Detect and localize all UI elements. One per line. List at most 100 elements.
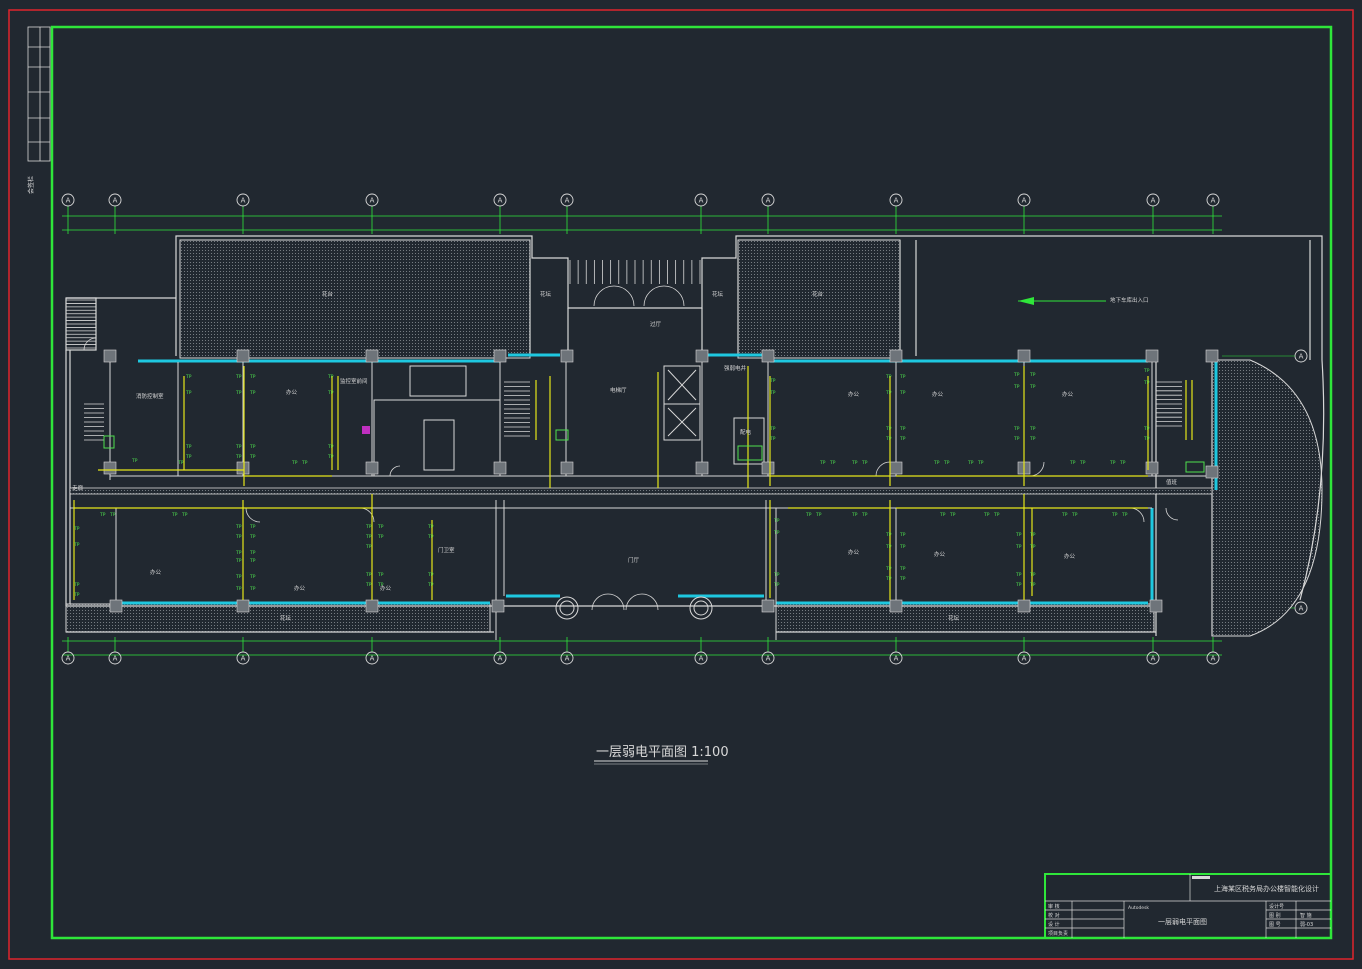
- tp-outlet-label: TP: [885, 544, 892, 550]
- doors: [83, 285, 1179, 611]
- tp-outlet-label: TP: [377, 572, 384, 578]
- top-axis-bubble: [61, 193, 75, 207]
- tp-outlet-label: TP: [73, 582, 80, 588]
- bottom-axis-label: A: [241, 655, 246, 663]
- top-axis-label: A: [113, 197, 118, 205]
- inner-frame: [50, 25, 1333, 940]
- tp-outlet-label: TP: [983, 512, 990, 518]
- tp-outlet-label: TP: [327, 454, 334, 460]
- bottom-axis-label: A: [498, 655, 503, 663]
- tp-outlet-label: TP: [885, 566, 892, 572]
- room-label: 办公: [150, 568, 162, 576]
- room-label: 办公: [294, 584, 306, 592]
- column: [560, 349, 574, 363]
- tp-outlet-label: TP: [1121, 512, 1128, 518]
- tp-outlet-label: TP: [249, 558, 256, 564]
- column: [761, 599, 775, 613]
- tp-outlet-label: TP: [933, 460, 940, 466]
- tp-outlet-label: TP: [365, 582, 372, 588]
- room-label: 办公: [1064, 552, 1076, 560]
- tp-outlet-label: TP: [993, 512, 1000, 518]
- tp-outlet-label: TP: [769, 426, 776, 432]
- corridor: [69, 487, 1213, 495]
- tp-outlet-label: TP: [99, 512, 106, 518]
- column: [1205, 349, 1219, 363]
- tp-outlet-label: TP: [1015, 532, 1022, 538]
- tp-outlet-label: TP: [235, 524, 242, 530]
- tp-outlet-label: TP: [885, 426, 892, 432]
- lobby-round-columns: [555, 596, 713, 620]
- tp-outlet-label: TP: [885, 576, 892, 582]
- column: [236, 461, 250, 475]
- tp-outlet-label: TP: [977, 460, 984, 466]
- bottom-axis-bubble: [889, 651, 903, 665]
- tp-outlet-label: TP: [1013, 436, 1020, 442]
- room-label: 办公: [380, 584, 392, 592]
- bottom-axis-label: A: [1151, 655, 1156, 663]
- tp-outlet-label: TP: [851, 460, 858, 466]
- tp-outlet-label: TP: [249, 454, 256, 460]
- top-axis-bubble: [493, 193, 507, 207]
- tp-outlet-label: TP: [327, 390, 334, 396]
- tp-outlet-label: TP: [1013, 384, 1020, 390]
- tp-outlet-label: TP: [427, 534, 434, 540]
- room-label: 办公: [848, 390, 860, 398]
- room-label: 办公: [286, 388, 298, 396]
- top-axis-label: A: [699, 197, 704, 205]
- top-axis-label: A: [370, 197, 375, 205]
- column: [365, 461, 379, 475]
- garage-arrow: [1018, 297, 1106, 305]
- tp-outlet-label: TP: [291, 460, 298, 466]
- tp-outlet-label: TP: [235, 558, 242, 564]
- top-axis-label: A: [565, 197, 570, 205]
- bottom-axis-label: A: [894, 655, 899, 663]
- cable-runs: [73, 366, 1193, 600]
- room-label: 办公: [932, 390, 944, 398]
- tp-outlet-label: TP: [181, 512, 188, 518]
- bottom-axis-bubble: [108, 651, 122, 665]
- top-axis-bubble: [761, 193, 775, 207]
- tp-outlet-label: TP: [815, 512, 822, 518]
- tp-outlet-label: TP: [249, 586, 256, 592]
- bottom-axis-label: A: [1211, 655, 1216, 663]
- tp-outlet-label: TP: [235, 586, 242, 592]
- top-axis-bubble: [236, 193, 250, 207]
- partition-walls: [70, 356, 1212, 640]
- tp-outlet-label: TP: [1029, 384, 1036, 390]
- tp-outlet-label: TP: [861, 460, 868, 466]
- windows: [118, 352, 1218, 605]
- top-axis-bubble: [1146, 193, 1160, 207]
- bottom-axis-bubble: [236, 651, 250, 665]
- top-axis-bubble: [1206, 193, 1220, 207]
- tp-outlet-label: TP: [1029, 436, 1036, 442]
- tp-outlet-label: TP: [427, 524, 434, 530]
- equipment-marks: [103, 426, 1205, 473]
- title-block-right-1: 设计号: [1269, 903, 1284, 910]
- top-axis-bubble: [108, 193, 122, 207]
- bottom-axis-bubble: [761, 651, 775, 665]
- tp-outlet-label: TP: [235, 444, 242, 450]
- top-axis-label: A: [766, 197, 771, 205]
- column: [491, 599, 505, 613]
- bottom-axis-bubble: [493, 651, 507, 665]
- tp-outlet-label: TP: [235, 574, 242, 580]
- column: [1205, 465, 1219, 479]
- tp-outlet-label: TP: [1015, 572, 1022, 578]
- bottom-axis-label: A: [766, 655, 771, 663]
- tp-outlet-label: TP: [301, 460, 308, 466]
- room-label: 消防控制室: [136, 392, 164, 400]
- room-label: 办公: [1062, 390, 1074, 398]
- structural-columns: [103, 349, 1219, 613]
- room-label: 办公: [848, 548, 860, 556]
- fire-panel-icon: [103, 435, 115, 449]
- column: [889, 599, 903, 613]
- column: [1145, 349, 1159, 363]
- title-block-right-2: 图 别: [1269, 912, 1281, 919]
- column: [1145, 461, 1159, 475]
- bottom-axis-label: A: [113, 655, 118, 663]
- tp-outlet-label: TP: [885, 374, 892, 380]
- tp-outlet-label: TP: [249, 390, 256, 396]
- tp-outlet-label: TP: [805, 512, 812, 518]
